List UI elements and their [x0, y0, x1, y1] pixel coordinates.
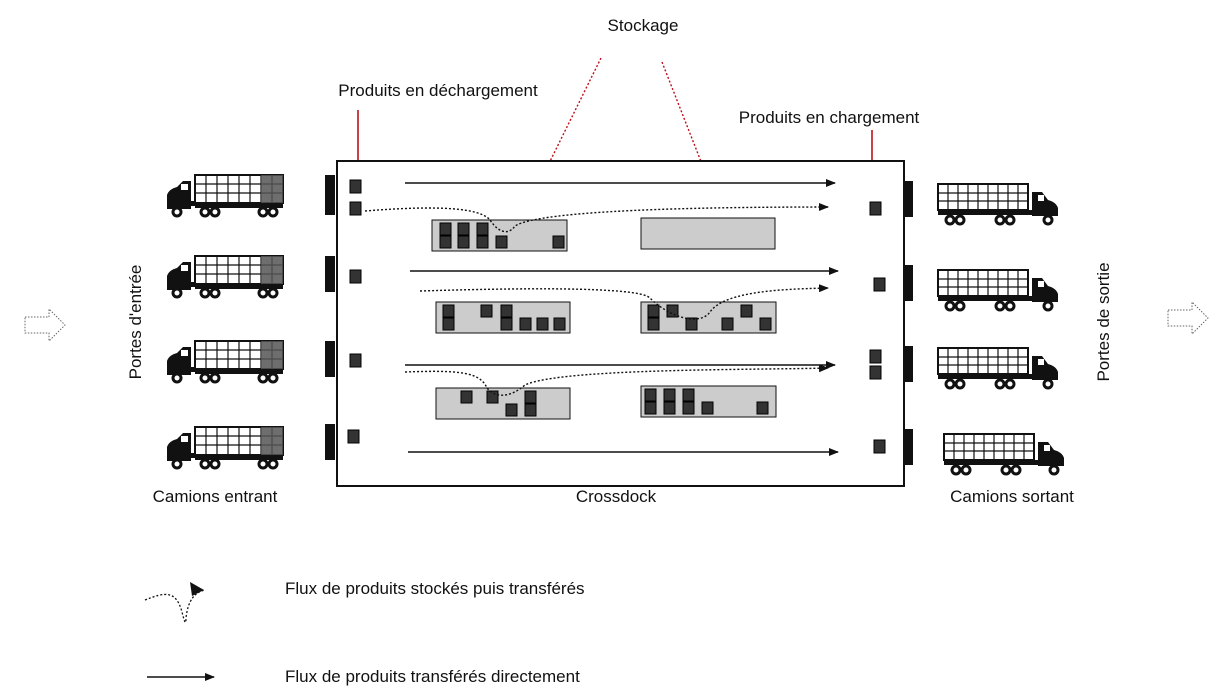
outgoing-trucks — [936, 182, 1066, 476]
loading-products — [869, 201, 886, 454]
camions-entrant-label: Camions entrant — [153, 487, 278, 506]
camions-sortant-label: Camions sortant — [950, 487, 1074, 506]
portes-sortie-label: Portes de sortie — [1094, 262, 1113, 381]
unloading-products — [347, 179, 362, 444]
stored-products — [439, 222, 772, 417]
incoming-trucks — [165, 173, 285, 470]
outbound-arrow-icon — [1167, 301, 1209, 335]
legend: Flux de produits stockés puis transférés… — [144, 579, 585, 686]
crossdock-building — [336, 160, 905, 487]
stored-flow-arrows — [364, 203, 829, 396]
inbound-arrow-icon — [24, 308, 66, 342]
legend-stored-flow-symbol — [144, 589, 206, 623]
crossdock-label: Crossdock — [576, 487, 657, 506]
legend-stored-flow-text: Flux de produits stockés puis transférés — [285, 579, 585, 598]
outbound-doors — [903, 181, 913, 465]
stockage-label: Stockage — [608, 16, 679, 35]
produits-dechargement-label: Produits en déchargement — [338, 81, 538, 100]
legend-direct-flow-text: Flux de produits transférés directement — [285, 667, 580, 686]
direct-flow-arrows — [405, 179, 839, 456]
portes-entree-label: Portes d'entrée — [126, 265, 145, 380]
inbound-doors — [325, 175, 335, 460]
produits-chargement-label: Produits en chargement — [739, 108, 920, 127]
